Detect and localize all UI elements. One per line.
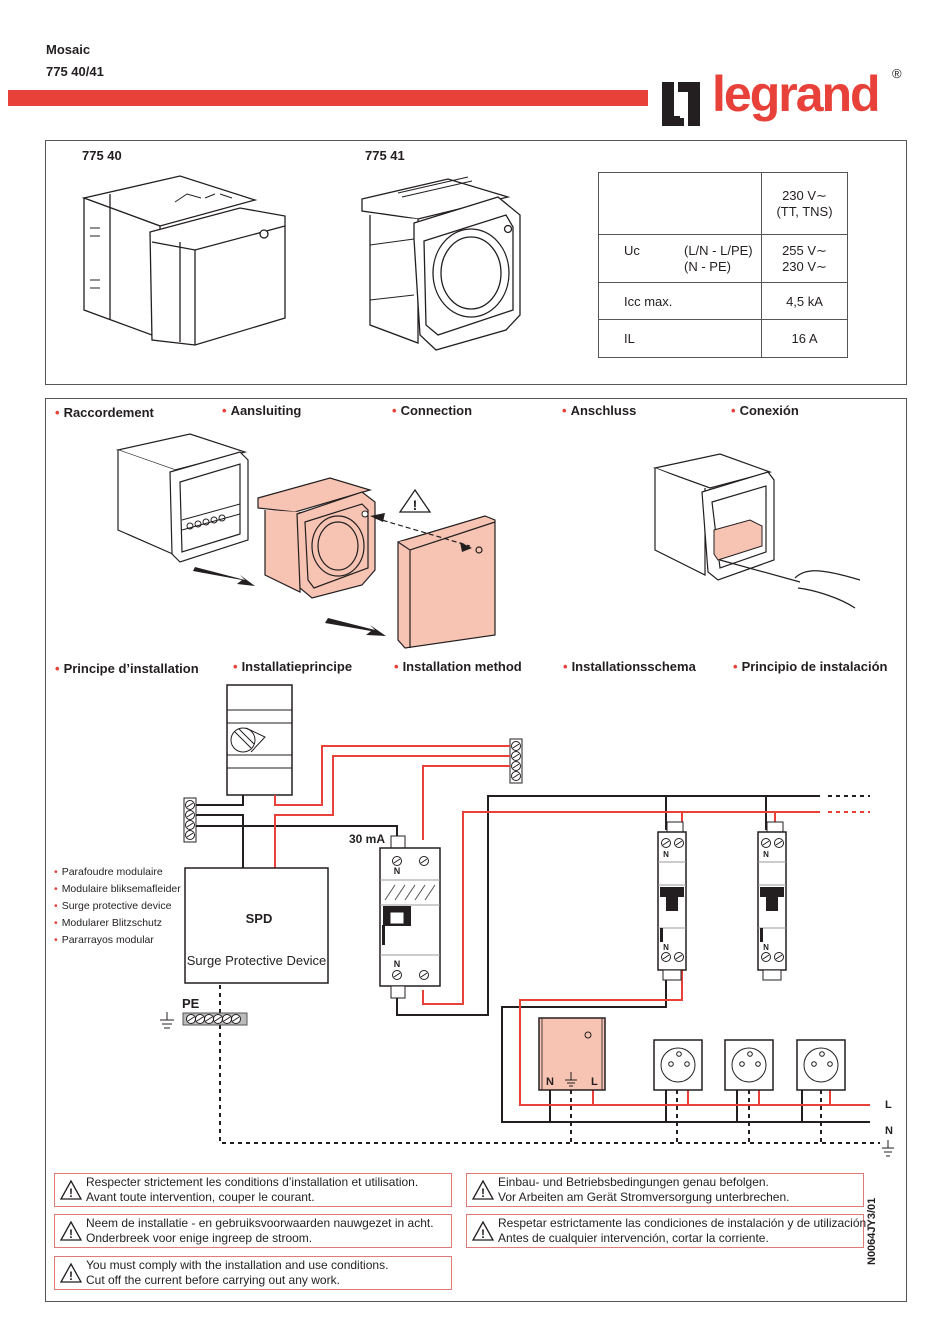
spd-terminal-l: L [591, 1076, 598, 1088]
spec-value-network: 230 V∼ (TT, TNS) [761, 172, 848, 235]
connection-label-es: •Conexión [731, 403, 799, 418]
svg-text:!: ! [481, 1186, 485, 1200]
warning-triangle-icon: ! [471, 1179, 495, 1200]
svg-text:!: ! [69, 1186, 73, 1200]
spd-name-list: •Parafoudre modulaire •Modulaire bliksem… [54, 864, 181, 949]
install-label-fr: •Principe d’installation [55, 661, 199, 676]
spd-name-de: •Modularer Blitzschutz [54, 917, 163, 929]
svg-text:!: ! [69, 1269, 73, 1283]
connection-label-de: •Anschluss [562, 403, 637, 418]
warning-triangle-icon: ! [59, 1220, 83, 1241]
product-77540-illustration [81, 175, 286, 346]
spec-sub-uc: (L/N - L/PE) (N - PE) [684, 243, 753, 274]
product-line: Mosaic [46, 42, 91, 57]
instructions-panel [45, 398, 907, 1302]
product-ref-1: 775 40 [82, 148, 122, 163]
product-reference: 775 40/41 [46, 64, 104, 79]
spec-value-il: 16 A [761, 319, 848, 358]
spd-name-es: •Pararrayos modular [54, 934, 154, 946]
connection-label-fr: •Raccordement [55, 405, 154, 420]
spd-terminal-n: N [546, 1076, 554, 1088]
pe-label: PE [182, 996, 200, 1011]
spec-label-uc: Uc [624, 243, 640, 258]
legrand-logo-icon [662, 82, 700, 126]
document-code: N0064JY3/01 [866, 1197, 878, 1265]
install-label-en: •Installation method [394, 659, 522, 674]
spd-box-name: Surge Protective Device [186, 953, 327, 968]
rcd-rating-label: 30 mA [349, 832, 386, 846]
registered-mark: ® [892, 66, 902, 81]
specs-table: 230 V∼ (TT, TNS) Uc (L/N - L/PE) (N - PE… [598, 172, 848, 358]
install-label-nl: •Installatieprincipe [233, 659, 353, 674]
products-panel [45, 140, 907, 385]
connection-label-nl: •Aansluiting [222, 403, 302, 418]
warning-box-nl: ! Neem de installatie - en gebruiksvoorw… [54, 1214, 452, 1248]
neutral-label: N [885, 1125, 893, 1137]
specs-row-network: 230 V∼ (TT, TNS) [598, 172, 848, 235]
product-ref-2: 775 41 [365, 148, 405, 163]
warning-triangle-icon: ! [398, 488, 432, 513]
spec-label-il: IL [598, 319, 762, 358]
spd-name-en: •Surge protective device [54, 900, 172, 912]
spd-box-title: SPD [245, 911, 273, 926]
line-label: L [885, 1099, 892, 1111]
warning-triangle-icon: ! [59, 1179, 83, 1200]
specs-row-icc: Icc max. 4,5 kA [598, 282, 848, 320]
install-label-de: •Installationsschema [563, 659, 696, 674]
install-label-es: •Principio de instalación [733, 659, 888, 674]
specs-row-il: IL 16 A [598, 319, 848, 358]
connection-exploded-illustration: ! [115, 433, 496, 649]
svg-text:!: ! [69, 1227, 73, 1241]
product-77541-illustration [361, 176, 521, 351]
legrand-logo: legrand ® [660, 62, 910, 126]
warning-triangle-icon: ! [59, 1262, 83, 1283]
spd-name-fr: •Parafoudre modulaire [54, 866, 163, 878]
connection-screwdriver-illustration [652, 453, 861, 609]
warning-box-de: ! Einbau- und Betriebsbedingungen genau … [466, 1173, 864, 1207]
connection-label-en: •Connection [392, 403, 473, 418]
spec-value-icc: 4,5 kA [761, 282, 848, 320]
spec-label-icc: Icc max. [598, 282, 762, 320]
specs-row-uc: Uc (L/N - L/PE) (N - PE) 255 V∼ 230 V∼ [598, 234, 848, 283]
spec-value-uc: 255 V∼ 230 V∼ [761, 234, 848, 283]
brand-name: legrand [712, 66, 881, 122]
warning-box-es: ! Respetar estrictamente las condiciones… [466, 1214, 870, 1248]
svg-text:!: ! [413, 497, 418, 513]
svg-text:!: ! [481, 1227, 485, 1241]
warning-box-fr: ! Respecter strictement les conditions d… [54, 1173, 452, 1207]
header-red-bar [8, 90, 648, 106]
spd-name-nl: •Modulaire bliksemafleider [54, 883, 181, 895]
warning-triangle-icon: ! [471, 1220, 495, 1241]
warning-box-en: ! You must comply with the installation … [54, 1256, 452, 1290]
